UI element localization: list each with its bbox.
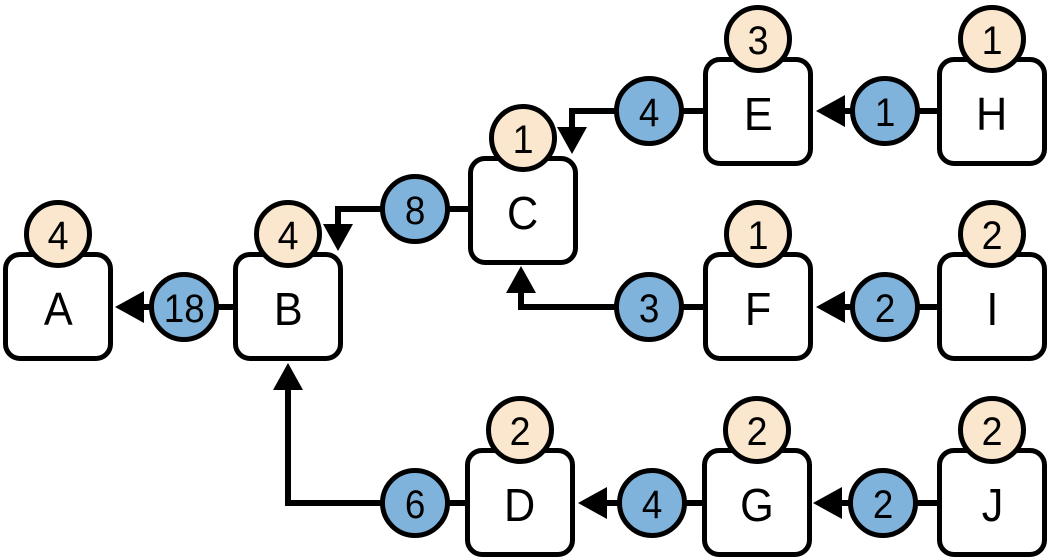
node-b-box: B xyxy=(233,252,343,361)
node-i-counter: 2 xyxy=(958,200,1026,268)
node-e: E 3 xyxy=(703,5,813,166)
edge-badge-b-a: 18 xyxy=(149,272,219,342)
node-b: B 4 xyxy=(233,200,343,361)
node-g: G 2 xyxy=(702,396,812,557)
node-b-counter: 4 xyxy=(254,200,322,268)
node-i-box: I xyxy=(937,252,1047,361)
edge-badge-j-g: 2 xyxy=(848,468,918,538)
node-c: C 1 xyxy=(468,104,578,265)
node-f-label: F xyxy=(744,282,772,335)
node-j-box: J xyxy=(937,448,1047,557)
node-g-counter-value: 2 xyxy=(746,409,768,454)
edge-badge-c-b-value: 8 xyxy=(404,188,426,233)
node-c-label: C xyxy=(507,186,539,239)
arrowhead-d-b-icon xyxy=(273,363,303,390)
edge-badge-d-b: 6 xyxy=(380,468,450,538)
node-h-counter: 1 xyxy=(958,5,1026,73)
node-g-box: G xyxy=(702,448,812,557)
node-g-label: G xyxy=(740,478,774,531)
arrowhead-i-f-icon xyxy=(816,291,845,323)
node-d-counter-value: 2 xyxy=(509,409,531,454)
node-d-label: D xyxy=(504,478,536,531)
arrowhead-f-c-icon xyxy=(506,266,536,293)
node-a-label: A xyxy=(43,282,73,335)
node-f: F 1 xyxy=(703,200,813,361)
edge-badge-c-b: 8 xyxy=(380,174,450,244)
edge-badge-e-c: 4 xyxy=(614,76,684,146)
node-i: I 2 xyxy=(937,200,1047,361)
node-d: D 2 xyxy=(465,396,575,557)
arrowhead-b-a-icon xyxy=(115,291,144,323)
node-e-counter-value: 3 xyxy=(747,18,769,63)
edge-badge-i-f: 2 xyxy=(850,272,920,342)
edge-badge-g-d: 4 xyxy=(617,468,687,538)
edge-badge-f-c: 3 xyxy=(614,272,684,342)
node-f-counter: 1 xyxy=(724,200,792,268)
node-d-counter: 2 xyxy=(486,396,554,464)
node-j-counter: 2 xyxy=(958,396,1026,464)
arrowhead-h-e-icon xyxy=(816,95,845,127)
edge-badge-h-e: 1 xyxy=(850,76,920,146)
node-a-box: A xyxy=(3,252,113,361)
edge-badge-d-b-value: 6 xyxy=(404,482,426,527)
arrowhead-e-c-icon xyxy=(557,127,587,154)
node-d-box: D xyxy=(465,448,575,557)
edge-badge-h-e-value: 1 xyxy=(874,90,896,135)
node-c-box: C xyxy=(468,156,578,265)
node-h-label: H xyxy=(976,87,1008,140)
edge-badge-g-d-value: 4 xyxy=(641,482,663,527)
edge-badge-b-a-value: 18 xyxy=(163,286,205,331)
node-e-label: E xyxy=(743,87,773,140)
node-b-counter-value: 4 xyxy=(277,213,299,258)
node-j-label: J xyxy=(981,478,1003,531)
node-f-box: F xyxy=(703,252,813,361)
node-a-counter: 4 xyxy=(24,200,92,268)
node-c-counter-value: 1 xyxy=(512,117,534,162)
arrowhead-c-b-icon xyxy=(323,224,353,251)
node-j-counter-value: 2 xyxy=(981,409,1003,454)
edge-badge-f-c-value: 3 xyxy=(638,286,660,331)
node-j: J 2 xyxy=(937,396,1047,557)
node-i-counter-value: 2 xyxy=(981,213,1003,258)
node-e-counter: 3 xyxy=(724,5,792,73)
node-h-counter-value: 1 xyxy=(981,18,1003,63)
node-h: H 1 xyxy=(937,5,1047,166)
arrowhead-j-g-icon xyxy=(813,487,842,519)
edge-badge-i-f-value: 2 xyxy=(874,286,896,331)
node-b-label: B xyxy=(273,282,303,335)
edge-badge-j-g-value: 2 xyxy=(872,482,894,527)
node-i-label: I xyxy=(985,282,999,335)
node-a: A 4 xyxy=(3,200,113,361)
edge-badge-e-c-value: 4 xyxy=(638,90,660,135)
node-e-box: E xyxy=(703,57,813,166)
node-h-box: H xyxy=(937,57,1047,166)
node-c-counter: 1 xyxy=(489,104,557,172)
node-g-counter: 2 xyxy=(723,396,791,464)
node-f-counter-value: 1 xyxy=(747,213,769,258)
arrowhead-g-d-icon xyxy=(578,487,607,519)
node-a-counter-value: 4 xyxy=(47,213,69,258)
